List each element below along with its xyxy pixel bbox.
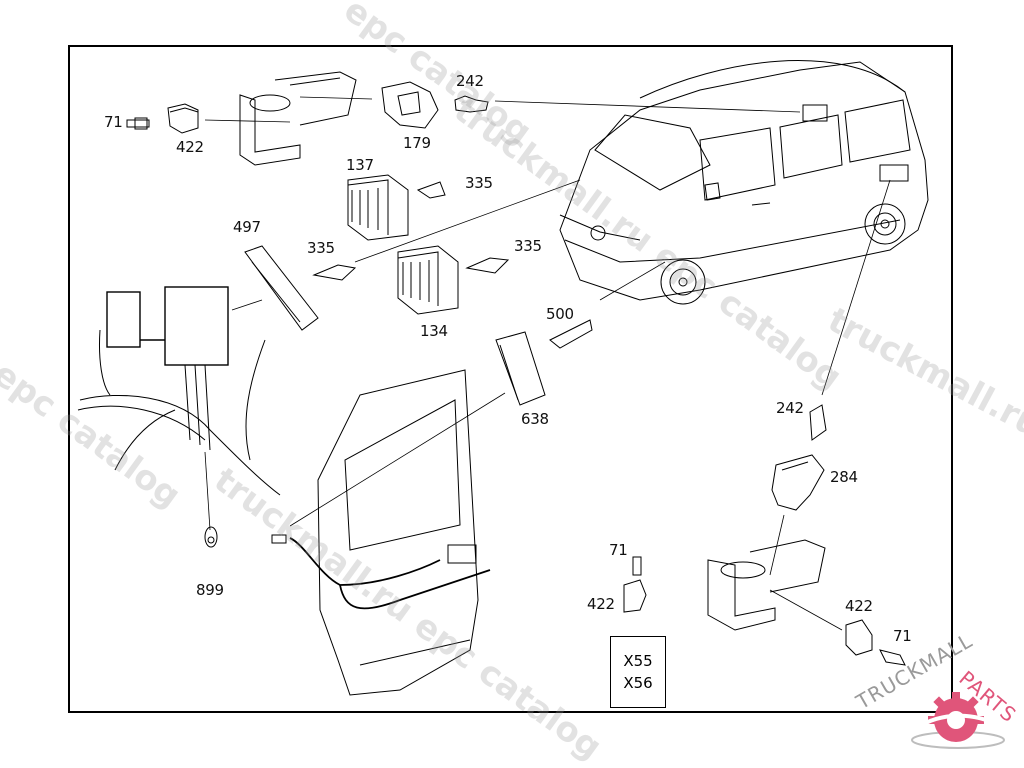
callout-899[interactable]: 899	[196, 581, 224, 599]
connector-137	[347, 174, 409, 241]
connector-holder-upper	[239, 71, 357, 166]
terminal-500	[549, 319, 593, 349]
connector-134	[397, 245, 459, 315]
reference-box: X55 X56	[610, 636, 666, 708]
leader-line	[289, 392, 506, 527]
callout-638[interactable]: 638	[521, 410, 549, 428]
callout-335[interactable]: 335	[465, 174, 493, 192]
truckmallparts-logo: TRUCKMALL PARTS	[852, 628, 1024, 750]
callout-422[interactable]: 422	[587, 595, 615, 613]
leader-line	[769, 589, 843, 631]
callout-335[interactable]: 335	[514, 237, 542, 255]
callout-500[interactable]: 500	[546, 305, 574, 323]
callout-242[interactable]: 242	[776, 399, 804, 417]
connector-638	[495, 331, 546, 406]
gear-logo-icon	[911, 692, 1005, 749]
callout-71[interactable]: 71	[609, 541, 628, 559]
connector-179	[381, 81, 439, 129]
callout-242[interactable]: 242	[456, 72, 484, 90]
leader-line	[299, 96, 373, 100]
terminal-242	[454, 95, 489, 113]
door-panel	[317, 369, 479, 696]
callout-71[interactable]: 71	[893, 627, 912, 645]
housing-422	[167, 103, 199, 134]
connector-284	[771, 454, 825, 511]
housing-422-mid	[623, 579, 647, 613]
callout-71[interactable]: 71	[104, 113, 123, 131]
callout-422[interactable]: 422	[845, 597, 873, 615]
pin-71-mid	[632, 556, 642, 576]
door-harness	[289, 537, 491, 610]
leader-line	[821, 179, 891, 396]
callout-179[interactable]: 179	[403, 134, 431, 152]
leader-line	[354, 179, 581, 263]
leader-line	[204, 119, 291, 123]
pin-71	[126, 117, 150, 130]
connector-holder-lower	[707, 539, 826, 631]
leader-line	[599, 261, 666, 301]
leader-line	[769, 514, 785, 576]
reference-x56: X56	[623, 674, 653, 692]
callout-284[interactable]: 284	[830, 468, 858, 486]
leader-line	[494, 100, 801, 113]
callout-497[interactable]: 497	[233, 218, 261, 236]
van-illustration	[559, 60, 929, 305]
leader-line	[231, 299, 263, 311]
connector-497	[244, 245, 319, 331]
wiring-harness	[77, 329, 281, 496]
callout-335[interactable]: 335	[307, 239, 335, 257]
housing-422-lower	[845, 619, 873, 656]
pin-71-lower	[879, 649, 906, 666]
callout-137[interactable]: 137	[346, 156, 374, 174]
control-unit	[106, 286, 229, 366]
terminals-335	[312, 181, 510, 281]
callout-422[interactable]: 422	[176, 138, 204, 156]
leader-line	[204, 451, 211, 531]
parts-illustration	[77, 60, 929, 696]
callout-134[interactable]: 134	[420, 322, 448, 340]
ring-terminal-899	[204, 526, 218, 548]
connector-plug	[271, 534, 287, 544]
leader-lines	[204, 96, 891, 631]
reference-x55: X55	[623, 652, 653, 670]
terminal-242-lower	[809, 404, 827, 441]
